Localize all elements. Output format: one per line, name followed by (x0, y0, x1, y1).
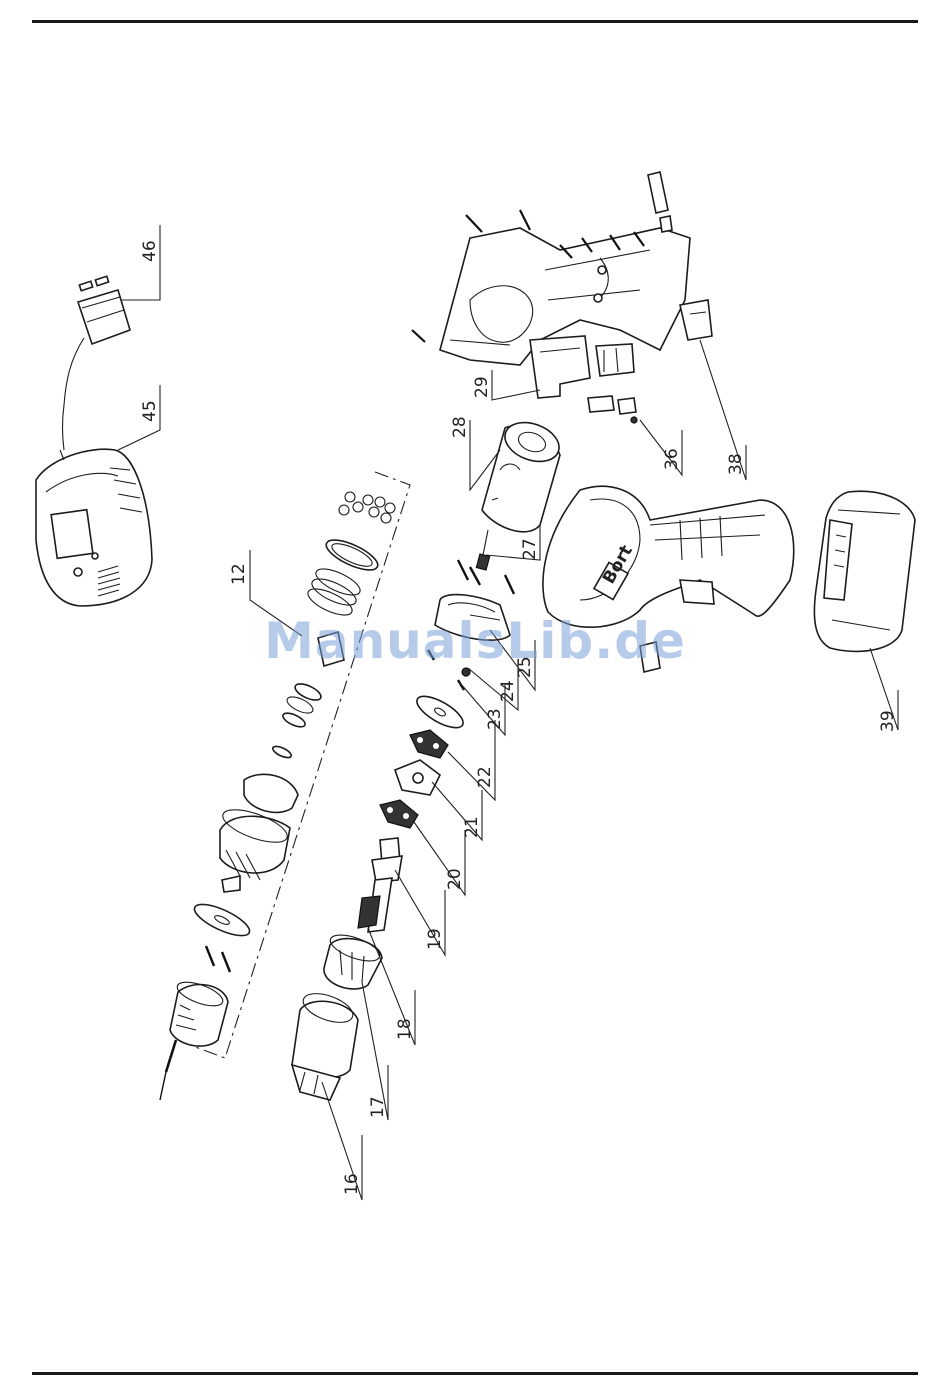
callout-12: 12 (229, 563, 249, 585)
planet-gear-stage-1 (410, 730, 448, 758)
callout-19: 19 (425, 928, 445, 950)
planet-carrier-part (395, 760, 440, 795)
power-adapter-part (63, 276, 131, 450)
washer-part (412, 668, 470, 734)
callout-24: 24 (498, 680, 518, 702)
watermark: ManualsLib.de (0, 612, 950, 670)
callout-22: 22 (475, 766, 495, 788)
callout-46: 46 (140, 240, 160, 262)
ring-gear-part (324, 930, 383, 989)
callout-23: 23 (485, 708, 505, 730)
housing-shell-part (412, 172, 690, 365)
callout-28: 28 (450, 416, 470, 438)
spindle-part (358, 838, 402, 932)
assembly-bracket (190, 472, 410, 1058)
leader-lines (118, 225, 898, 1200)
callout-labels: 46 45 12 29 28 27 36 38 25 24 23 22 21 2… (140, 240, 898, 1195)
callout-38: 38 (726, 453, 746, 475)
forward-reverse-part (588, 396, 637, 423)
callout-39: 39 (878, 710, 898, 732)
callout-20: 20 (445, 868, 465, 890)
callout-27: 27 (520, 538, 540, 560)
callout-17: 17 (368, 1096, 388, 1118)
callout-36: 36 (662, 448, 682, 470)
callout-18: 18 (395, 1018, 415, 1040)
callout-45: 45 (140, 400, 160, 422)
switch-part (530, 336, 634, 398)
light-part (680, 300, 712, 340)
callout-16: 16 (342, 1173, 362, 1195)
callout-21: 21 (462, 816, 482, 838)
charger-base-part (36, 449, 152, 606)
gear-housing-part (292, 988, 358, 1100)
callout-29: 29 (472, 376, 492, 398)
chuck-part (160, 977, 228, 1100)
planet-gear-stage-2 (380, 800, 418, 828)
